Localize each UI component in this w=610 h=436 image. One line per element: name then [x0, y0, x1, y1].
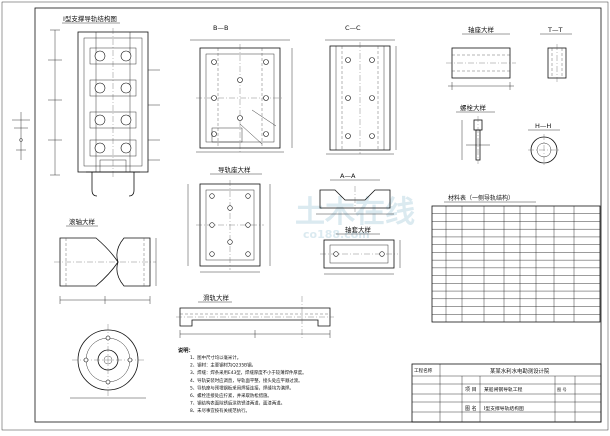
view-structure-elevation: I型支撑导轨结构图 — [48, 14, 160, 197]
view-roller-detail: 滚轴大样 — [54, 217, 157, 304]
binding-strip — [12, 112, 30, 160]
title-block-drawing-title: I型支撑导轨结构图 — [484, 405, 524, 412]
note-line: 4、导轨安装时应调直，导轨面平整，接头处应平顺过渡。 — [190, 377, 303, 384]
view-title-cc: C—C — [345, 24, 361, 32]
view-title-hh: H—H — [535, 122, 551, 130]
view-roller-end — [70, 324, 146, 399]
view-title-aa: A—A — [340, 172, 356, 180]
title-block-project-label: 项 目 — [465, 387, 477, 393]
view-shaft-detail: 轴座大样 — [446, 25, 516, 90]
title-block-company: 某某水利水电勘测设计院 — [490, 367, 550, 375]
view-section-bb: B—B — [190, 24, 293, 153]
note-line: 5、导轨座与预埋钢板采用焊接连接，焊缝均为满焊。 — [190, 384, 294, 391]
material-table: 材料表（一侧导轨结构） — [431, 194, 601, 323]
material-table-grid — [432, 206, 600, 322]
view-title-roller: 滚轴大样 — [69, 217, 96, 226]
note-line: 7、钢结构表面除锈后涂防锈漆两道，面漆两道。 — [190, 400, 285, 407]
view-section-tt: T—T — [540, 26, 572, 82]
view-slide-rail: 滑轨大样 — [176, 293, 334, 338]
inner-border — [34, 7, 602, 423]
view-title-bb: B—B — [213, 24, 228, 32]
view-title-guide-block: 导轨座大样 — [218, 165, 251, 174]
notes: 说明： 1、图中尺寸均以毫米计。2、钢材：主要钢材为Q235B钢。3、焊缝：焊条… — [178, 346, 307, 414]
view-section-aa: A—A — [316, 172, 394, 215]
view-guide-block: 导轨座大样 — [187, 165, 271, 273]
title-block-name-label: 图 名 — [465, 405, 477, 412]
notes-heading: 说明： — [178, 346, 194, 354]
note-line: 8、未尽事宜按有关规范执行。 — [190, 407, 250, 414]
view-section-cc: C—C — [325, 24, 397, 155]
view-title-slide-rail: 滑轨大样 — [203, 293, 230, 302]
watermark-sub: co188.com — [303, 228, 370, 241]
view-section-hh: H—H — [528, 122, 560, 166]
title-block-project-value: 某船闸钢导轨工程 — [484, 386, 523, 393]
material-table-title: 材料表（一侧导轨结构） — [448, 194, 514, 202]
view-title-structure: I型支撑导轨结构图 — [63, 14, 117, 23]
title-block: 工程名称 某某水利水电勘测设计院 项 目 某船闸钢导轨工程 图 名 I型支撑导轨… — [411, 363, 602, 423]
view-bolt-detail: 螺栓大样 — [456, 103, 495, 164]
title-block-drawing-label: 图 号 — [557, 387, 567, 393]
view-title-tt: T—T — [547, 26, 562, 34]
view-title-shaft: 轴座大样 — [468, 25, 495, 34]
view-sleeve-detail: 轴套大样 — [320, 225, 401, 275]
note-line: 2、钢材：主要钢材为Q235B钢。 — [190, 362, 256, 369]
note-line: 1、图中尺寸均以毫米计。 — [190, 354, 241, 361]
note-line: 6、螺栓连接处应拧紧，并采取防松措施。 — [190, 392, 272, 399]
note-line: 3、焊缝：焊条采用E43型，焊缝厚度不小于较薄焊件厚度。 — [190, 369, 307, 376]
title-block-unit: 工程名称 — [414, 367, 433, 374]
view-title-bolt: 螺栓大样 — [460, 103, 487, 112]
view-title-sleeve: 轴套大样 — [345, 225, 372, 234]
